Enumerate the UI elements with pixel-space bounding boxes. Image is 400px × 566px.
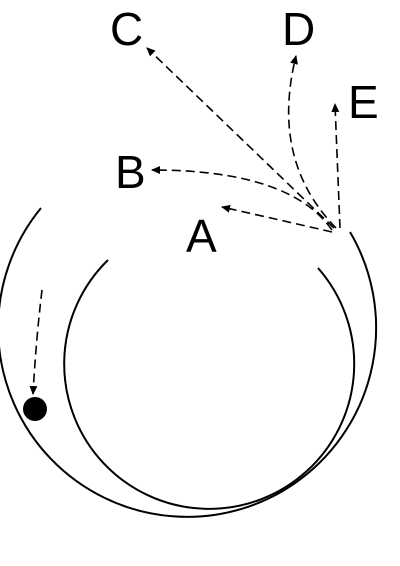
label-c: C	[110, 3, 143, 55]
label-b: B	[115, 146, 146, 198]
outer-track-wall	[0, 207, 378, 518]
label-e: E	[348, 76, 379, 128]
path-c-arrow	[146, 47, 335, 229]
ball-motion-arrow	[29, 289, 43, 395]
label-d: D	[282, 3, 315, 55]
path-a-arrow	[221, 204, 333, 233]
label-a: A	[186, 210, 217, 262]
path-e-arrow	[331, 103, 341, 229]
path-d-arrow	[287, 55, 337, 229]
path-b-arrow	[151, 166, 333, 231]
ball	[23, 397, 47, 421]
inner-track-wall	[63, 259, 356, 510]
